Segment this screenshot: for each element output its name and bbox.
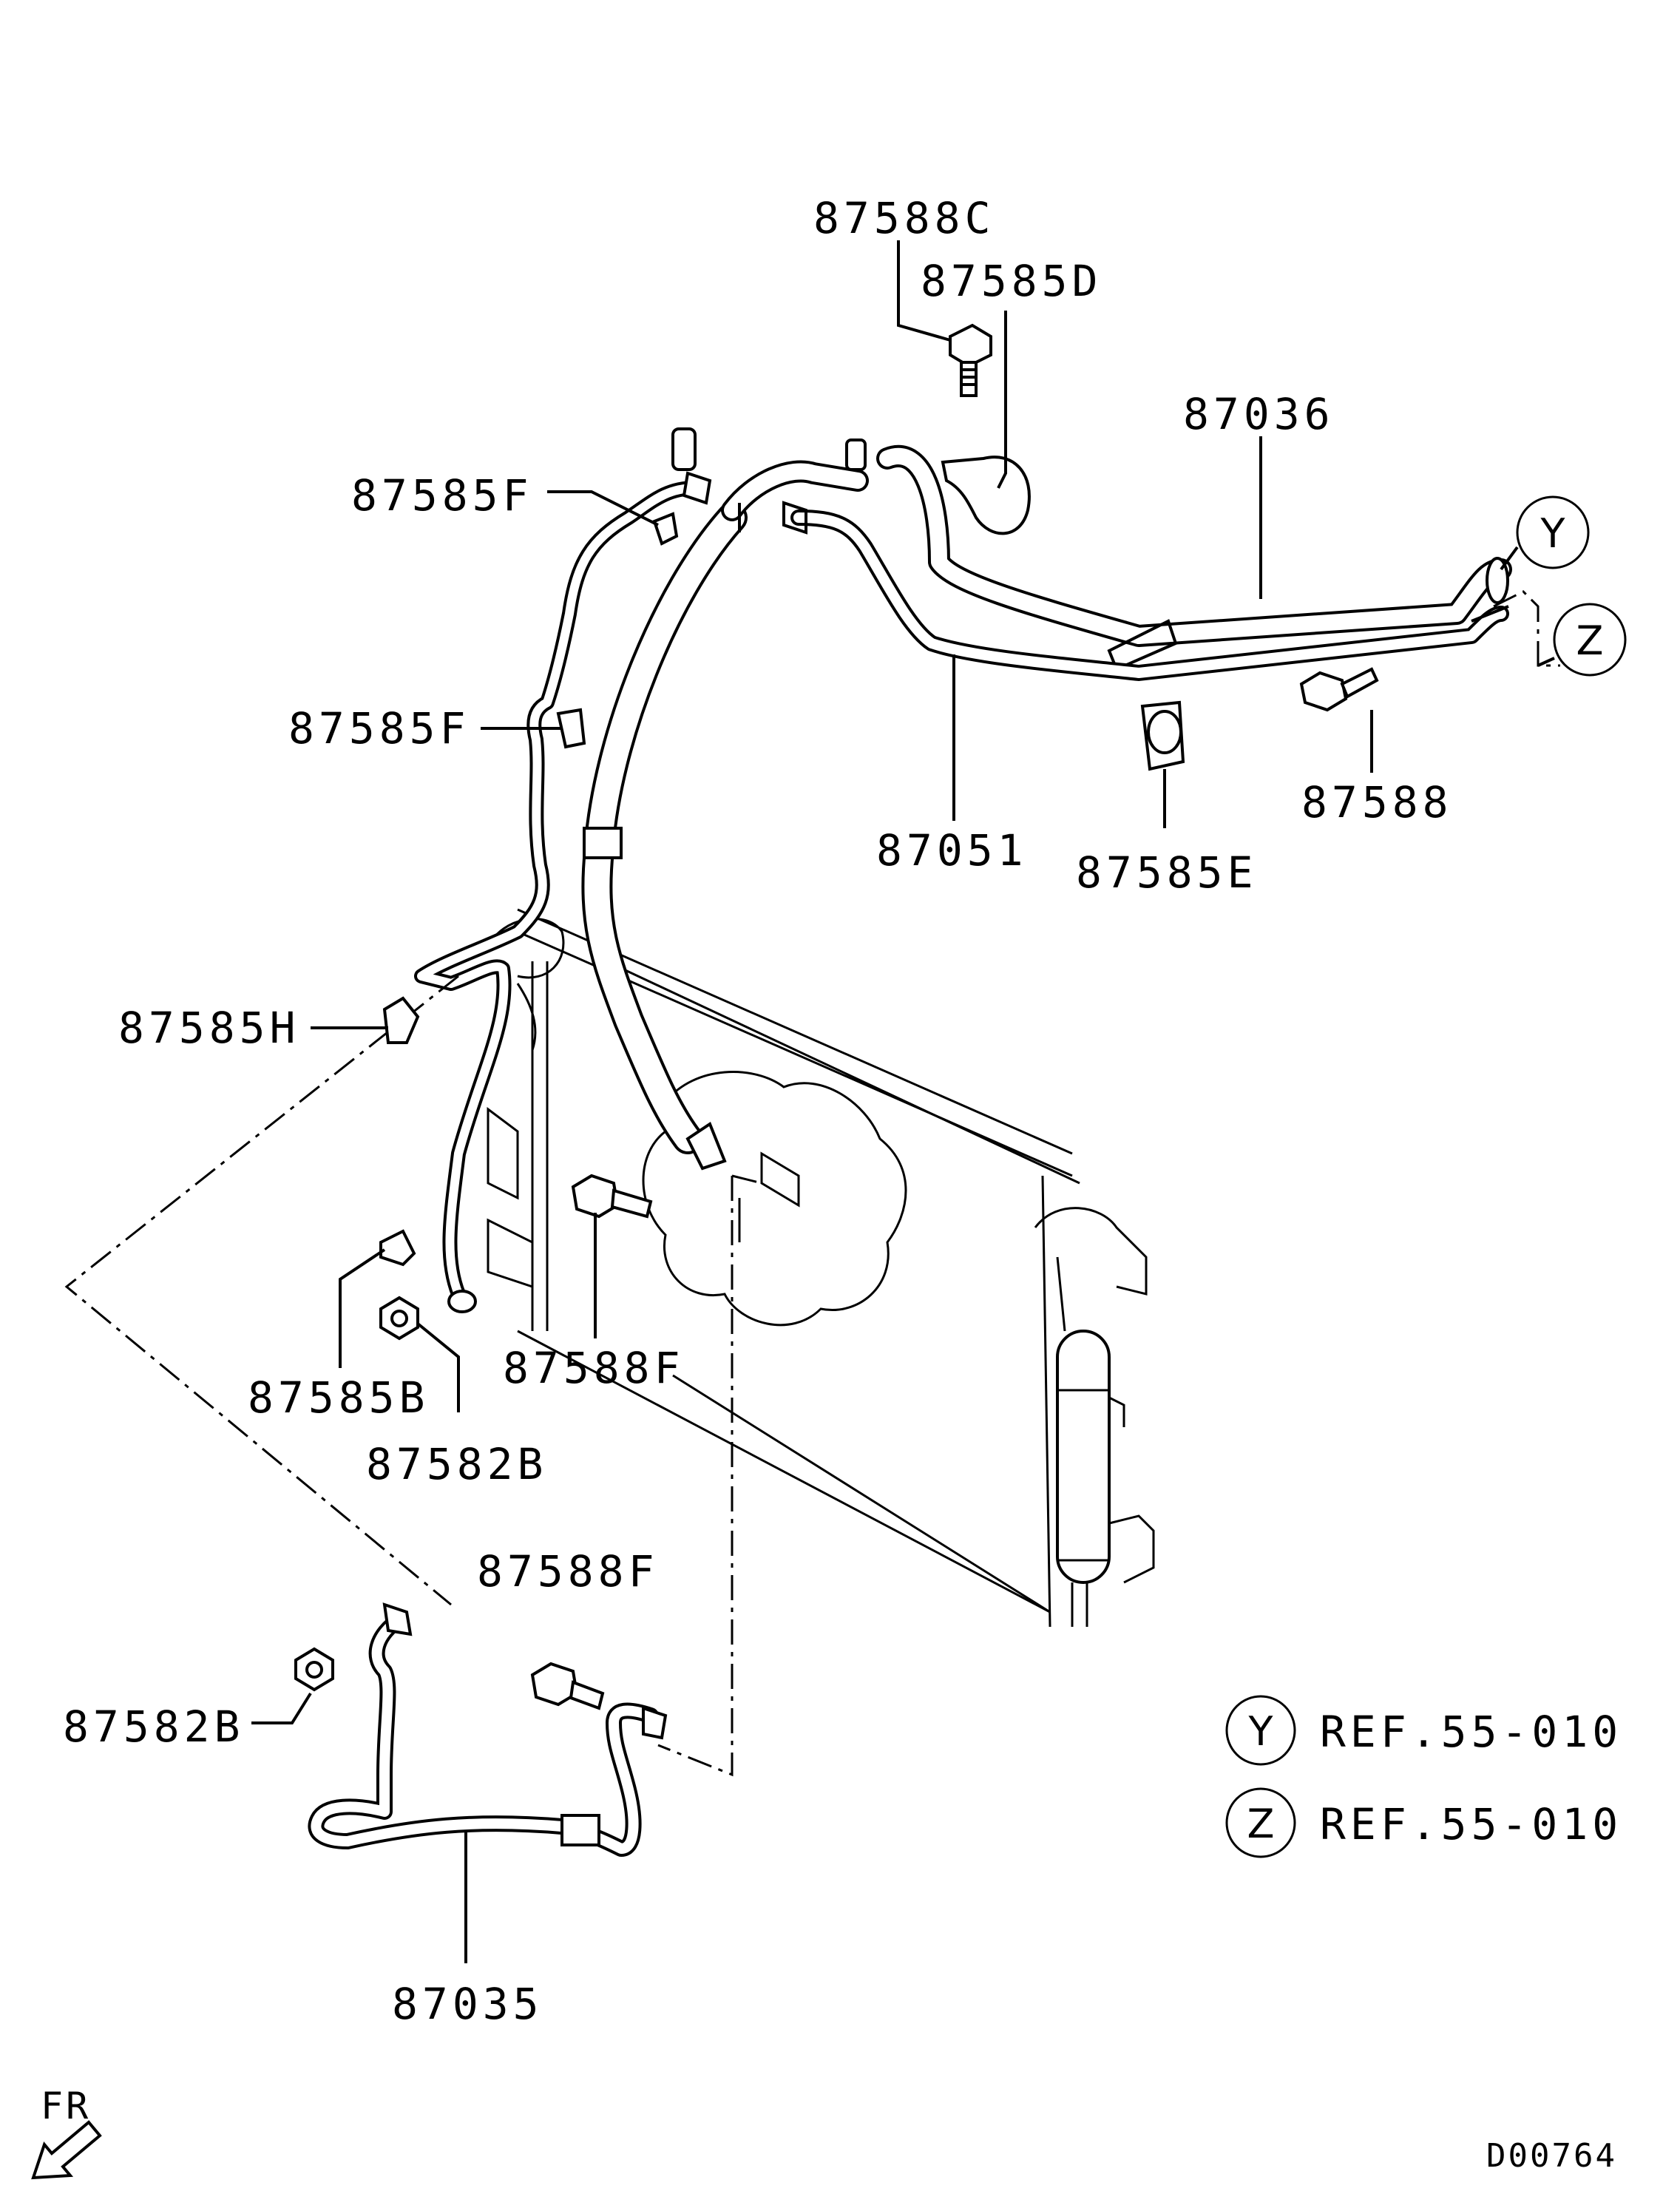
- reference-z-text: REF.55-010: [1320, 1799, 1622, 1849]
- label-87035: 87035: [392, 1979, 543, 2029]
- nut-87582b-mid: [379, 1296, 419, 1341]
- front-arrow-icon: [31, 2120, 102, 2180]
- condenser-outline: [487, 908, 1080, 1628]
- assembly-lines: [64, 590, 1560, 1777]
- bolt-87588c: [949, 323, 992, 397]
- diagram-code: D00764: [1486, 2137, 1617, 2175]
- label-87582b-mid: 87582B: [366, 1439, 548, 1489]
- label-87585f-mid: 87585F: [288, 703, 470, 754]
- clip-87585f-top: [652, 512, 679, 546]
- reference-y-text: REF.55-010: [1320, 1707, 1622, 1757]
- reference-z-letter: Z: [1247, 1801, 1275, 1847]
- clip-87585b: [379, 1229, 416, 1267]
- label-87051: 87051: [876, 825, 1028, 876]
- reference-y: Y REF.55-010: [1225, 1695, 1622, 1766]
- label-87588f-low: 87588F: [477, 1546, 659, 1597]
- label-87582b-low: 87582B: [63, 1702, 245, 1752]
- receiver-drier: [1034, 1207, 1155, 1627]
- reference-z: Z REF.55-010: [1225, 1787, 1622, 1858]
- label-87036: 87036: [1183, 389, 1335, 439]
- label-87585e: 87585E: [1076, 847, 1258, 898]
- clip-87585h: [382, 996, 420, 1044]
- bolt-87588f-mid: [571, 1174, 653, 1219]
- callout-z: Z: [1537, 603, 1627, 677]
- reference-y-letter: Y: [1248, 1708, 1274, 1755]
- callout-y: Y: [1500, 495, 1590, 571]
- compressor-outline: [642, 1071, 907, 1327]
- pipe-87051: [782, 501, 1509, 681]
- callout-y-letter: Y: [1540, 510, 1566, 557]
- label-87585d: 87585D: [921, 256, 1102, 306]
- pipe-87036: [581, 445, 1512, 1171]
- service-valve: [671, 427, 867, 505]
- nut-87582b-low: [294, 1647, 334, 1692]
- pipe-87035-upper: [414, 481, 702, 1313]
- label-87585h: 87585H: [118, 1003, 300, 1053]
- pipe-87035-lower: [308, 1602, 668, 1857]
- front-orientation: FR: [31, 2085, 102, 2180]
- label-87585b: 87585B: [248, 1372, 430, 1423]
- label-87588f-mid: 87588F: [503, 1343, 685, 1393]
- bolt-87588f-low: [530, 1662, 605, 1710]
- label-87588: 87588: [1301, 777, 1453, 827]
- clip-87585e: [1140, 700, 1185, 771]
- label-87588c: 87588C: [813, 193, 995, 243]
- bolt-87588: [1299, 667, 1379, 712]
- clamp-87585d: [941, 456, 1031, 535]
- orientation-label: FR: [41, 2085, 91, 2127]
- leader-lines: [251, 240, 1373, 1963]
- label-87585f-top: 87585F: [351, 470, 533, 521]
- clip-87585f-mid: [556, 708, 586, 749]
- callout-z-letter: Z: [1576, 617, 1604, 664]
